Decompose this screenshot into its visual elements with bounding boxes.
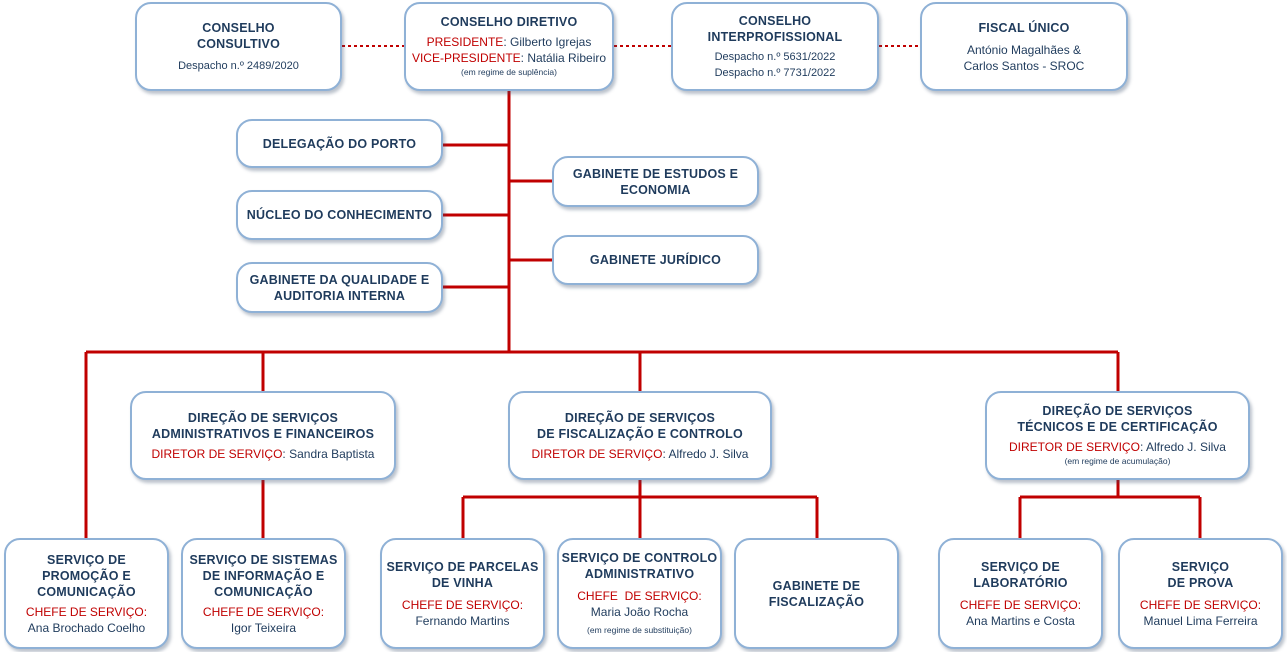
box-fiscal-unico: FISCAL ÚNICO António Magalhães & Carlos … — [920, 2, 1128, 91]
box-direcao-fiscalizacao-controlo: DIREÇÃO DE SERVIÇOS DE FISCALIZAÇÃO E CO… — [508, 391, 772, 480]
box-conselho-consultivo: CONSELHO CONSULTIVO Despacho n.º 2489/20… — [135, 2, 342, 91]
gabinete-fiscalizacao-title: GABINETE DE FISCALIZAÇÃO — [768, 578, 865, 609]
box-gabinete-qualidade: GABINETE DA QUALIDADE E AUDITORIA INTERN… — [236, 262, 443, 313]
box-conselho-interprofissional: CONSELHO INTERPROFISSIONAL Despacho n.º … — [671, 2, 879, 91]
box-nucleo-conhecimento: NÚCLEO DO CONHECIMENTO — [236, 190, 443, 240]
laboratorio-chefe-label: CHEFE DE SERVIÇO: — [959, 597, 1082, 612]
dsfc-director-label: DIRETOR DE SERVIÇO — [531, 446, 663, 461]
promocao-chefe-label: CHEFE DE SERVIÇO: — [25, 604, 148, 619]
box-servico-controlo-administrativo: SERVIÇO DE CONTROLO ADMINISTRATIVO CHEFE… — [557, 538, 722, 649]
nucleo-conhecimento-title: NÚCLEO DO CONHECIMENTO — [246, 208, 433, 222]
dsaf-director-name: : Sandra Baptista — [282, 446, 375, 461]
parcelas-chefe-name: Fernando Martins — [415, 613, 510, 628]
sistemas-title: SERVIÇO DE SISTEMAS DE INFORMAÇÃO E COMU… — [189, 552, 338, 599]
laboratorio-title: SERVIÇO DE LABORATÓRIO — [973, 559, 1068, 590]
dsaf-director-line: DIRETOR DE SERVIÇO: Sandra Baptista — [152, 446, 375, 462]
gabinete-qualidade-title: GABINETE DA QUALIDADE E AUDITORIA INTERN… — [249, 272, 430, 303]
dsaf-title: DIREÇÃO DE SERVIÇOS ADMINISTRATIVOS E FI… — [151, 410, 375, 441]
parcelas-title: SERVIÇO DE PARCELAS DE VINHA — [386, 559, 539, 590]
presidente-line: PRESIDENTE: Gilberto Igrejas — [427, 34, 592, 50]
controlo-chefe-label: CHEFE DE SERVIÇO: — [577, 589, 702, 603]
box-servico-promocao-comunicacao: SERVIÇO DE PROMOÇÃO E COMUNICAÇÃO CHEFE … — [4, 538, 169, 649]
fiscal-unico-name-2: Carlos Santos - SROC — [963, 58, 1085, 73]
conselho-diretivo-title: CONSELHO DIRETIVO — [440, 15, 578, 29]
conselho-consultivo-title: CONSELHO CONSULTIVO — [196, 20, 281, 51]
interprof-despacho-1: Despacho n.º 5631/2022 — [714, 50, 836, 63]
delegacao-porto-title: DELEGAÇÃO DO PORTO — [262, 136, 417, 151]
dstc-director-line: DIRETOR DE SERVIÇO: Alfredo J. Silva — [1009, 439, 1226, 455]
controlo-chefe-name: Maria João Rocha — [590, 605, 689, 619]
controlo-note: (em regime de substituição) — [587, 625, 692, 635]
dstc-title: DIREÇÃO DE SERVIÇOS TÉCNICOS E DE CERTIF… — [1017, 404, 1218, 434]
gabinete-estudos-title: GABINETE DE ESTUDOS E ECONOMIA — [572, 166, 739, 197]
box-direcao-tecnicos-certificacao: DIREÇÃO DE SERVIÇOS TÉCNICOS E DE CERTIF… — [985, 391, 1250, 480]
dstc-director-name: : Alfredo J. Silva — [1139, 440, 1226, 454]
box-direcao-administrativos-financeiros: DIREÇÃO DE SERVIÇOS ADMINISTRATIVOS E FI… — [130, 391, 396, 480]
fiscal-unico-title: FISCAL ÚNICO — [978, 20, 1070, 35]
fiscal-unico-name-1: António Magalhães & — [966, 42, 1082, 57]
conselho-interprof-title: CONSELHO INTERPROFISSIONAL — [707, 13, 843, 44]
box-gabinete-estudos: GABINETE DE ESTUDOS E ECONOMIA — [552, 156, 759, 207]
promocao-title: SERVIÇO DE PROMOÇÃO E COMUNICAÇÃO — [37, 552, 136, 599]
hierarchy-lines — [84, 90, 1202, 538]
conselho-diretivo-note: (em regime de suplência) — [461, 67, 557, 77]
dsfc-director-name: : Alfredo J. Silva — [662, 446, 749, 461]
box-servico-laboratorio: SERVIÇO DE LABORATÓRIO CHEFE DE SERVIÇO:… — [938, 538, 1103, 649]
parcelas-chefe-label: CHEFE DE SERVIÇO: — [401, 597, 524, 612]
presidente-label: PRESIDENTE — [426, 35, 504, 49]
promocao-chefe-name: Ana Brochado Coelho — [27, 620, 146, 635]
box-gabinete-juridico: GABINETE JURÍDICO — [552, 235, 759, 285]
prova-chefe-name: Manuel Lima Ferreira — [1143, 613, 1258, 628]
box-gabinete-fiscalizacao: GABINETE DE FISCALIZAÇÃO — [734, 538, 899, 649]
box-delegacao-porto: DELEGAÇÃO DO PORTO — [236, 119, 443, 168]
prova-chefe-label: CHEFE DE SERVIÇO: — [1139, 597, 1262, 612]
presidente-name: : Gilberto Igrejas — [503, 35, 592, 49]
dstc-director-label: DIRETOR DE SERVIÇO — [1009, 440, 1140, 454]
conselho-consultivo-despacho: Despacho n.º 2489/2020 — [178, 59, 299, 72]
dstc-note: (em regime de acumulação) — [1064, 456, 1171, 466]
box-servico-parcelas-vinha: SERVIÇO DE PARCELAS DE VINHA CHEFE DE SE… — [380, 538, 545, 649]
sistemas-chefe-name: Igor Teixeira — [230, 620, 297, 635]
vice-presidente-line: VICE-PRESIDENTE: Natália Ribeiro — [412, 50, 606, 66]
prova-title: SERVIÇO DE PROVA — [1167, 559, 1234, 590]
dsfc-director-line: DIRETOR DE SERVIÇO: Alfredo J. Silva — [532, 446, 749, 462]
vice-presidente-label: VICE-PRESIDENTE — [411, 51, 521, 65]
box-conselho-diretivo: CONSELHO DIRETIVO PRESIDENTE: Gilberto I… — [404, 2, 614, 91]
box-servico-prova: SERVIÇO DE PROVA CHEFE DE SERVIÇO: Manue… — [1118, 538, 1283, 649]
interprof-despacho-2: Despacho n.º 7731/2022 — [714, 66, 836, 79]
dsfc-title: DIREÇÃO DE SERVIÇOS DE FISCALIZAÇÃO E CO… — [537, 410, 743, 441]
laboratorio-chefe-name: Ana Martins e Costa — [966, 613, 1075, 628]
gabinete-juridico-title: GABINETE JURÍDICO — [589, 253, 722, 267]
box-servico-sistemas-informacao: SERVIÇO DE SISTEMAS DE INFORMAÇÃO E COMU… — [181, 538, 346, 649]
dsaf-director-label: DIRETOR DE SERVIÇO — [151, 446, 283, 461]
vice-presidente-name: : Natália Ribeiro — [520, 51, 607, 65]
sistemas-chefe-label: CHEFE DE SERVIÇO: — [202, 604, 325, 619]
controlo-title: SERVIÇO DE CONTROLO ADMINISTRATIVO — [561, 551, 718, 581]
